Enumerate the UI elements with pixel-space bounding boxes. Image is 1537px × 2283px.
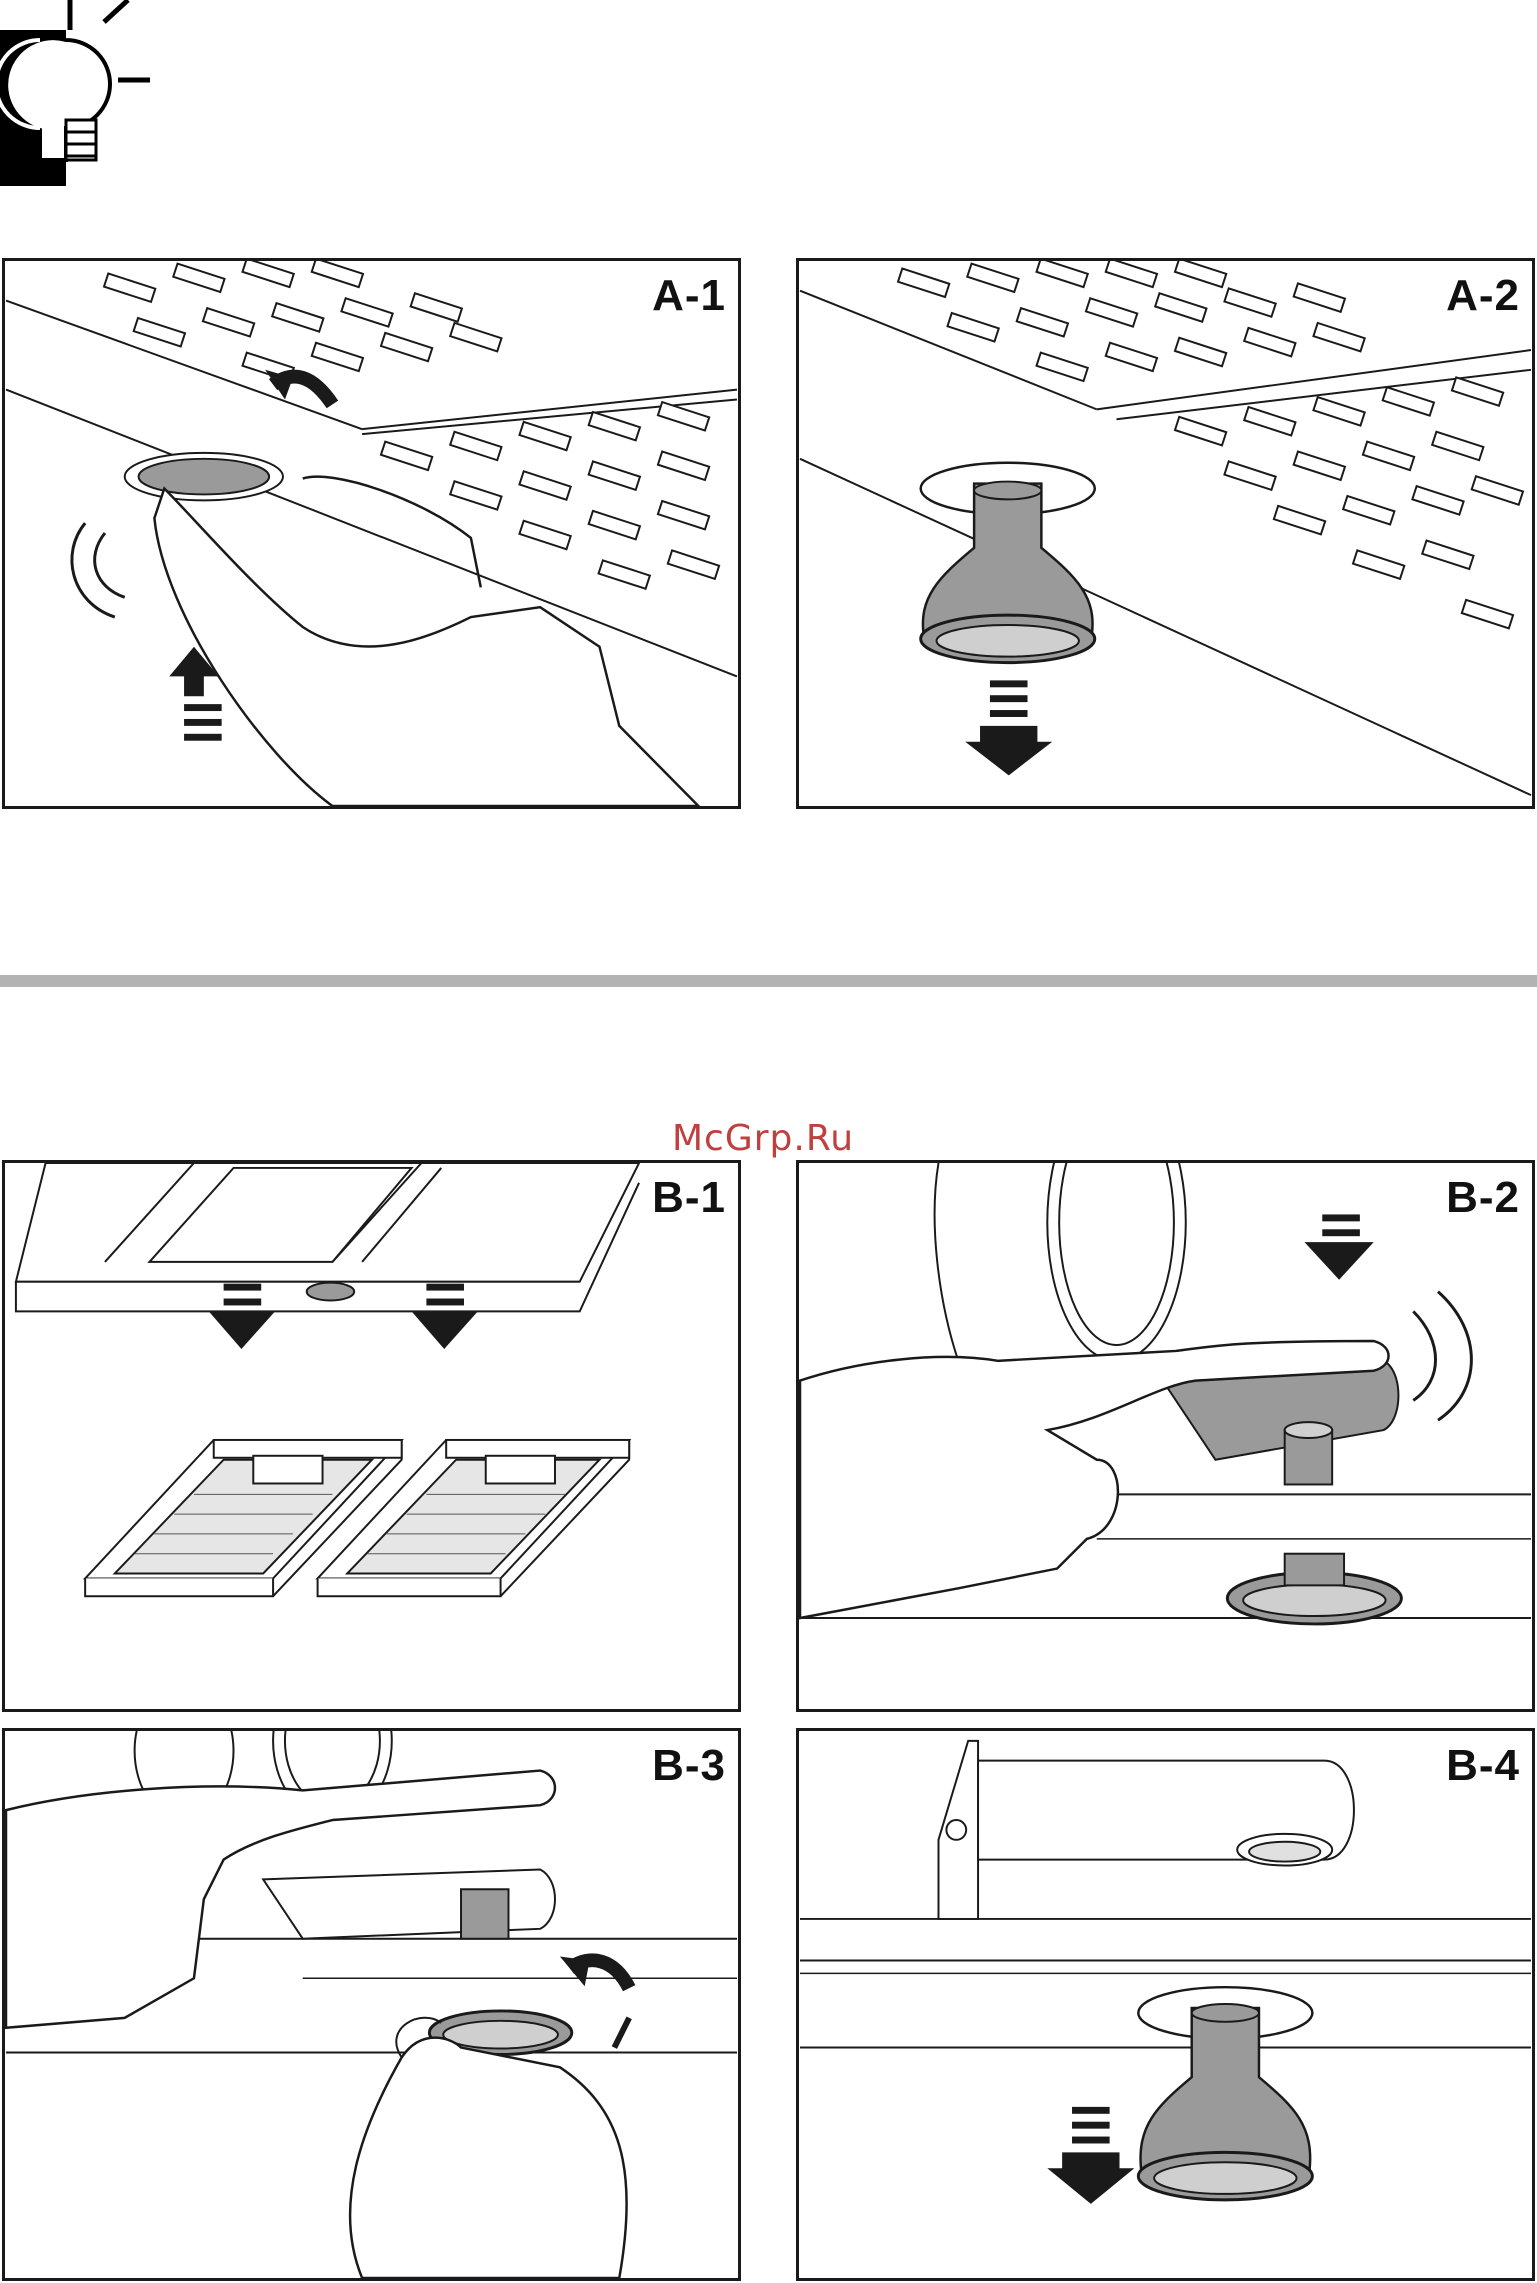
- illustration-b4: [799, 1731, 1532, 2278]
- panel-a2: A-2: [796, 258, 1535, 809]
- panel-b3: B-3: [2, 1728, 741, 2281]
- section-divider: [0, 975, 1537, 987]
- lamp-icon: [0, 0, 160, 190]
- panel-a1: A-1: [2, 258, 741, 809]
- panel-label: B-1: [648, 1173, 730, 1223]
- panel-b1: B-1: [2, 1160, 741, 1712]
- panel-label: B-3: [648, 1741, 730, 1791]
- illustration-a2: [799, 261, 1532, 806]
- panel-label: A-2: [1442, 271, 1524, 321]
- illustration-b1: [5, 1163, 738, 1709]
- panel-label: A-1: [648, 271, 730, 321]
- illustration-b3: [5, 1731, 738, 2278]
- panel-label: B-4: [1442, 1741, 1524, 1791]
- panel-label: B-2: [1442, 1173, 1524, 1223]
- panel-b4: B-4: [796, 1728, 1535, 2281]
- illustration-b2: [799, 1163, 1532, 1709]
- illustration-a1: [5, 261, 738, 806]
- panel-b2: B-2: [796, 1160, 1535, 1712]
- watermark-text: McGrp.Ru: [672, 1118, 854, 1159]
